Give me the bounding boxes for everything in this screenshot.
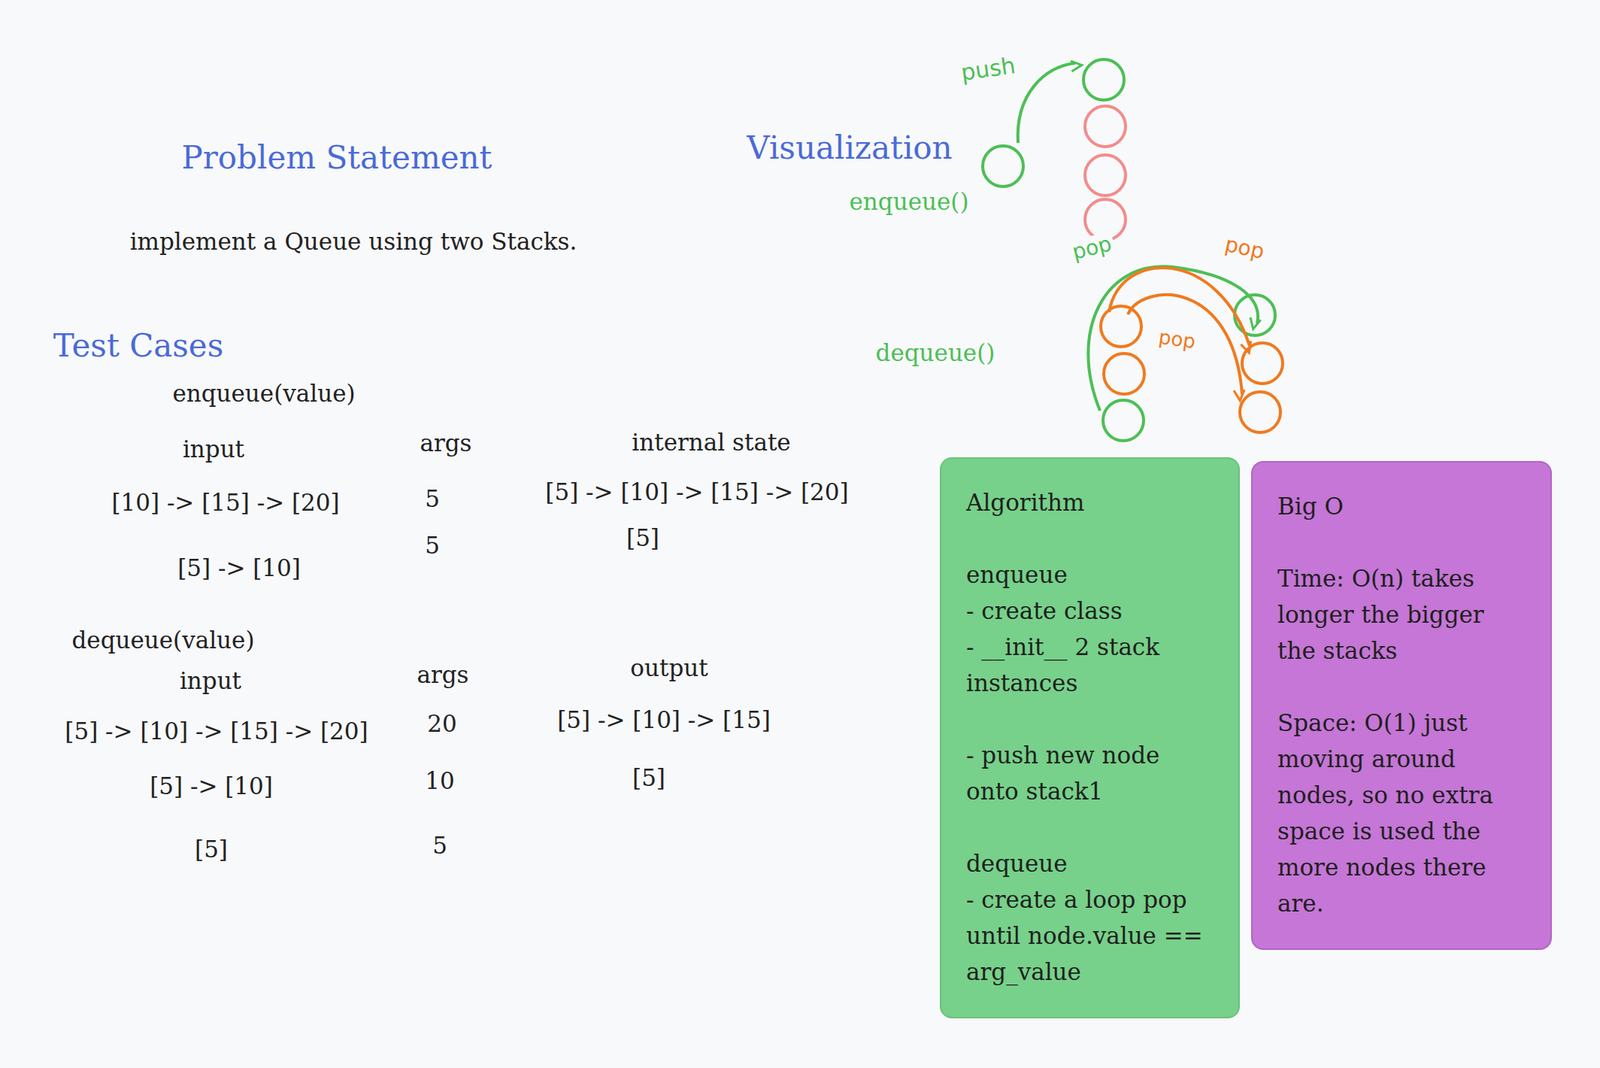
table-cell: 5 [432, 832, 448, 860]
table-cell: [10] -> [15] -> [20] [111, 489, 340, 517]
node-circle [1100, 306, 1142, 347]
node-circle [982, 145, 1024, 187]
node-circle [1083, 59, 1125, 100]
arrow-label: pop [1154, 325, 1200, 354]
column-header: input [179, 667, 242, 695]
table-cell: [5] -> [10] [177, 554, 301, 582]
section-heading: Problem Statement [181, 139, 492, 176]
table-title: dequeue(value) [71, 627, 255, 655]
box-text: dequeue [966, 845, 1216, 882]
arrow-label: pop [1067, 230, 1117, 265]
box-text: Time: O(n) takes longer the bigger the s… [1277, 560, 1528, 669]
node-circle [1234, 294, 1276, 336]
operation-label: dequeue() [875, 339, 996, 367]
table-cell: [5] -> [10] -> [15] -> [20] [64, 718, 368, 746]
table-cell: 5 [424, 532, 440, 560]
arrow-label: push [957, 51, 1020, 86]
box-text: enqueue [966, 556, 1216, 593]
box-heading: Big O [1277, 487, 1528, 525]
table-cell: 5 [424, 485, 440, 513]
table-cell: [5] -> [10] -> [15] [557, 706, 771, 734]
table-title: enqueue(value) [172, 380, 355, 408]
column-header: output [630, 654, 708, 682]
section-heading: Test Cases [53, 327, 225, 364]
section-heading: Visualization [746, 130, 952, 167]
complexity-box: Big O Time: O(n) takes longer the bigger … [1251, 460, 1552, 950]
box-heading: Algorithm [966, 484, 1216, 521]
column-header: internal state [631, 429, 791, 457]
table-cell: [5] -> [10] -> [15] -> [20] [545, 478, 849, 507]
operation-label: enqueue() [849, 188, 970, 216]
column-header: input [182, 436, 245, 464]
problem-text: implement a Queue using two Stacks. [130, 228, 578, 256]
box-text: - __init__ 2 stack instances [966, 628, 1216, 701]
table-cell: [5] [626, 524, 660, 552]
table-cell: [5] [194, 836, 228, 864]
box-text: Space: O(1) just moving around nodes, so… [1277, 704, 1528, 922]
push-arrow [1018, 63, 1076, 143]
table-cell: [5] -> [10] [149, 772, 273, 800]
box-text: - push new node onto stack1 [966, 736, 1216, 810]
node-circle [1103, 400, 1144, 441]
algorithm-box: Algorithm enqueue- create class- __init__… [939, 457, 1240, 1019]
column-header: args [419, 430, 472, 458]
node-circle [1103, 353, 1145, 394]
node-circle [1084, 154, 1126, 196]
table-cell: 10 [424, 767, 455, 795]
arrow-label: pop [1220, 231, 1269, 265]
node-circle [1084, 106, 1126, 147]
box-text: - create class [966, 592, 1216, 629]
node-circle [1242, 342, 1283, 384]
pop-arrow [1127, 294, 1243, 394]
column-header: args [416, 661, 469, 689]
table-cell: 20 [427, 710, 457, 738]
box-text: - create a loop pop until node.value == … [966, 881, 1216, 990]
pop-arrow [1087, 266, 1258, 411]
table-cell: [5] [632, 764, 666, 792]
node-circle [1239, 391, 1281, 433]
